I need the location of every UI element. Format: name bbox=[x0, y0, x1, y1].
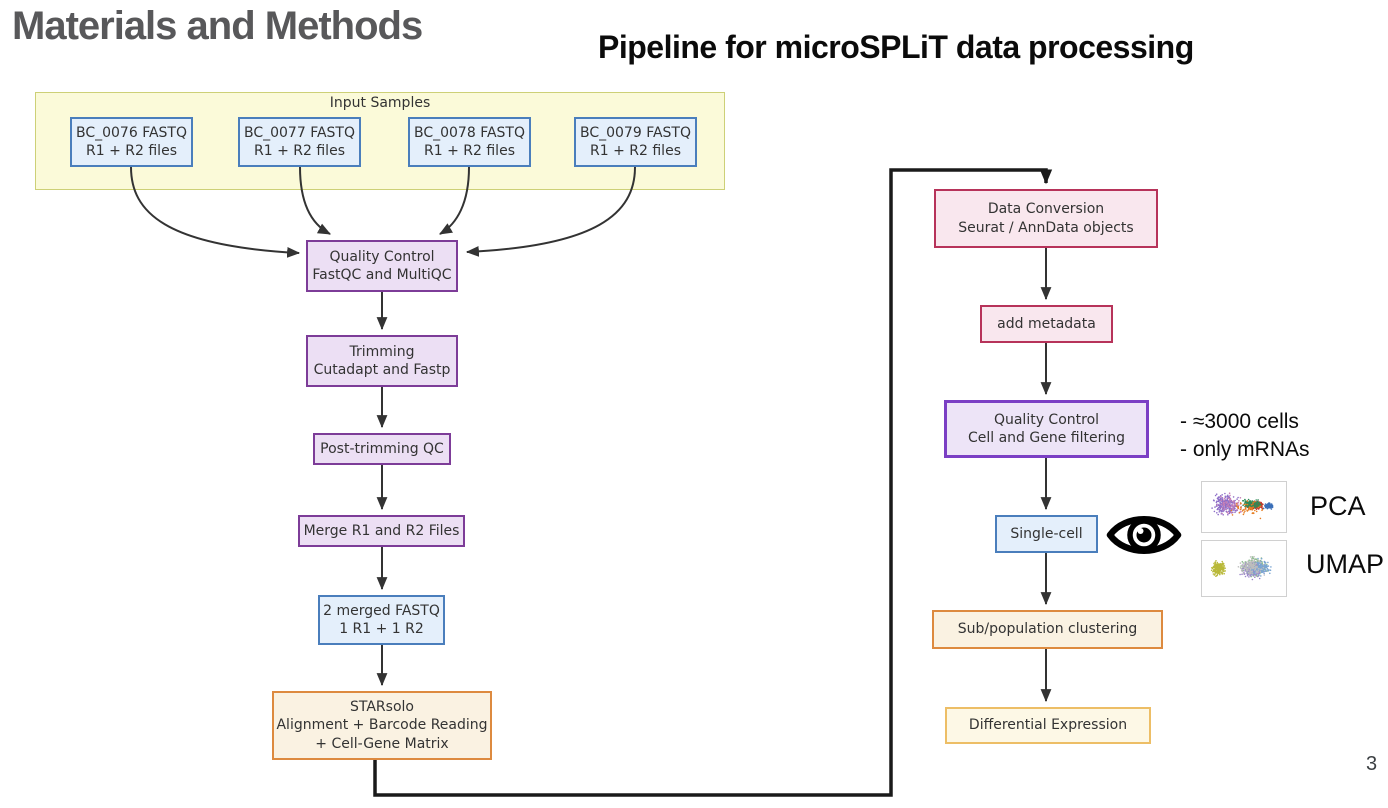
node-line: Cell and Gene filtering bbox=[967, 430, 1126, 446]
node-line: Cutadapt and Fastp bbox=[313, 362, 451, 378]
node-line: FastQC and MultiQC bbox=[312, 267, 452, 283]
node-line: Post-trimming QC bbox=[320, 440, 444, 457]
node-line: + Cell-Gene Matrix bbox=[315, 735, 449, 752]
sample-files: R1 + R2 files bbox=[254, 143, 345, 159]
sample-name: BC_0079 FASTQ bbox=[579, 124, 691, 141]
node-post-trimming-qc: Post-trimming QC bbox=[313, 433, 451, 465]
umap-scatter-thumbnail bbox=[1201, 540, 1287, 597]
node-single-cell: Single-cell bbox=[995, 515, 1098, 553]
node-line: Single-cell bbox=[1010, 525, 1083, 542]
node-data-conversion: Data Conversion Seurat / AnnData objects bbox=[934, 189, 1158, 248]
sample-files: R1 + R2 files bbox=[590, 143, 681, 159]
sample-name: BC_0077 FASTQ bbox=[243, 124, 355, 141]
page-number: 3 bbox=[1366, 753, 1378, 775]
diagram-title: Pipeline for microSPLiT data processing bbox=[598, 29, 1194, 65]
sample-name: BC_0076 FASTQ bbox=[75, 124, 187, 141]
node-line: Trimming bbox=[349, 343, 415, 360]
node-line: STARsolo bbox=[350, 698, 414, 715]
input-samples-label: Input Samples bbox=[329, 95, 431, 111]
umap-label: UMAP bbox=[1306, 549, 1385, 579]
section-title: Materials and Methods bbox=[12, 4, 423, 48]
input-sample-box: BC_0079 FASTQ R1 + R2 files bbox=[574, 117, 697, 167]
node-line: 1 R1 + 1 R2 bbox=[339, 621, 424, 637]
cells-count-note: - ≈3000 cells bbox=[1180, 410, 1299, 433]
node-trimming: Trimming Cutadapt and Fastp bbox=[306, 335, 458, 387]
eye-icon bbox=[1106, 516, 1182, 554]
node-line: Differential Expression bbox=[968, 717, 1128, 734]
pca-label: PCA bbox=[1310, 491, 1366, 521]
node-line: 2 merged FASTQ bbox=[323, 602, 440, 619]
node-add-metadata: add metadata bbox=[980, 305, 1113, 343]
pca-scatter-thumbnail bbox=[1201, 481, 1287, 533]
node-line: Data Conversion bbox=[987, 201, 1105, 218]
node-starsolo: STARsolo Alignment + Barcode Reading + C… bbox=[272, 691, 492, 760]
node-subpopulation-clustering: Sub/population clustering bbox=[932, 610, 1163, 649]
node-line: Quality Control bbox=[329, 248, 435, 265]
node-line: add metadata bbox=[997, 315, 1096, 332]
input-sample-box: BC_0078 FASTQ R1 + R2 files bbox=[408, 117, 531, 167]
node-line: Sub/population clustering bbox=[957, 621, 1138, 638]
node-line: Seurat / AnnData objects bbox=[958, 219, 1134, 236]
input-sample-box: BC_0077 FASTQ R1 + R2 files bbox=[238, 117, 361, 167]
mrna-only-note: - only mRNAs bbox=[1180, 438, 1310, 461]
sample-files: R1 + R2 files bbox=[424, 143, 515, 159]
sample-files: R1 + R2 files bbox=[86, 143, 177, 159]
node-line: Quality Control bbox=[993, 411, 1100, 428]
node-differential-expression: Differential Expression bbox=[945, 707, 1151, 744]
node-merge-files: Merge R1 and R2 Files bbox=[298, 515, 465, 547]
sample-name: BC_0078 FASTQ bbox=[413, 124, 525, 141]
node-line: Alignment + Barcode Reading bbox=[276, 717, 488, 734]
node-merged-fastq: 2 merged FASTQ 1 R1 + 1 R2 bbox=[318, 595, 445, 645]
node-qc-cell-gene-filtering: Quality Control Cell and Gene filtering bbox=[944, 400, 1149, 458]
node-line: Merge R1 and R2 Files bbox=[303, 522, 460, 539]
input-sample-box: BC_0076 FASTQ R1 + R2 files bbox=[70, 117, 193, 167]
node-quality-control: Quality Control FastQC and MultiQC bbox=[306, 240, 458, 292]
